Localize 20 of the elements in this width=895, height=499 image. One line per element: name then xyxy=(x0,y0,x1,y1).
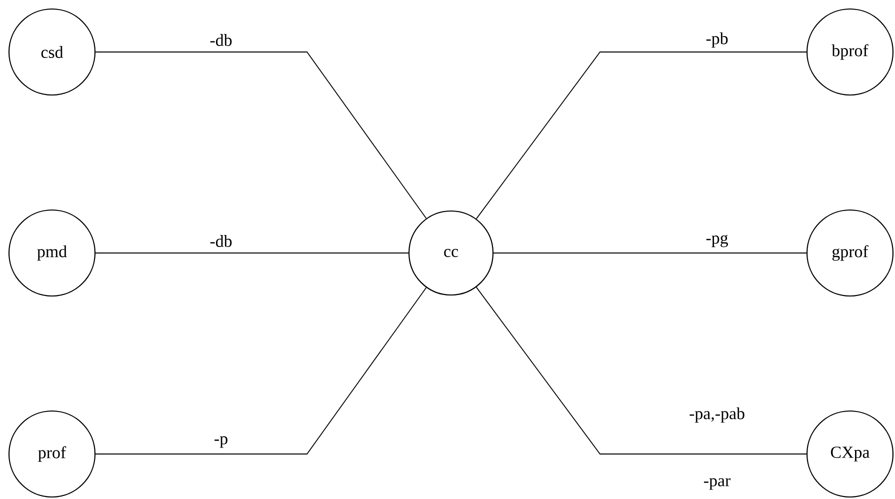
edge-label: -pg xyxy=(706,234,728,248)
circle-node: pmd xyxy=(8,209,96,297)
connector-line xyxy=(476,52,807,220)
connector-line xyxy=(95,252,409,254)
connector-line xyxy=(95,287,427,454)
edge-label: -pb xyxy=(706,32,728,48)
circle-node: CXpa xyxy=(806,410,894,498)
circle-node: cc xyxy=(408,210,494,296)
connector-line xyxy=(95,52,427,219)
line-note: -par xyxy=(704,478,730,490)
connector-line xyxy=(476,286,807,454)
edge-label: -p xyxy=(214,436,228,448)
circle-node: gprof xyxy=(806,209,894,297)
edge-label: -pa,-pab xyxy=(690,407,744,423)
circle-node: prof xyxy=(8,410,96,498)
connector-line xyxy=(493,252,807,254)
edge-label: -db xyxy=(210,235,232,247)
edge-label: -db xyxy=(210,34,232,46)
circle-node: bprof xyxy=(806,8,894,96)
circle-node: csd xyxy=(8,8,96,96)
